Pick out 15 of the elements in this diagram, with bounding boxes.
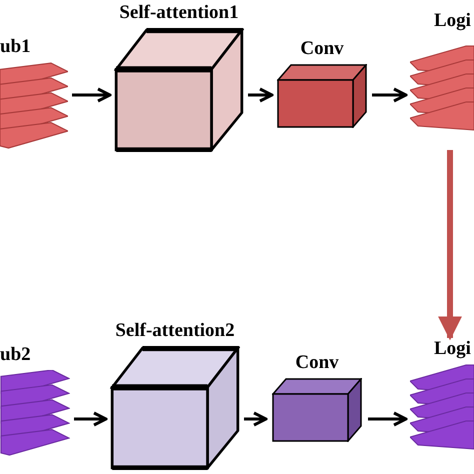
arrow [368, 412, 408, 426]
layer-label: Self-attention1 [119, 2, 239, 24]
layer-label: Self-attention2 [115, 320, 235, 342]
layer-label: Conv [295, 352, 339, 374]
layer-label: Logi [434, 338, 471, 360]
layer-label: Conv [300, 38, 344, 60]
layer-label: Logi [434, 10, 471, 32]
arrow [72, 88, 112, 102]
arrow [74, 412, 108, 426]
arrow [372, 88, 408, 102]
arrow [244, 412, 268, 426]
layer-label: ub1 [0, 36, 31, 58]
layer-label: ub2 [0, 344, 31, 366]
arrow [248, 88, 274, 102]
arrow [438, 150, 462, 340]
